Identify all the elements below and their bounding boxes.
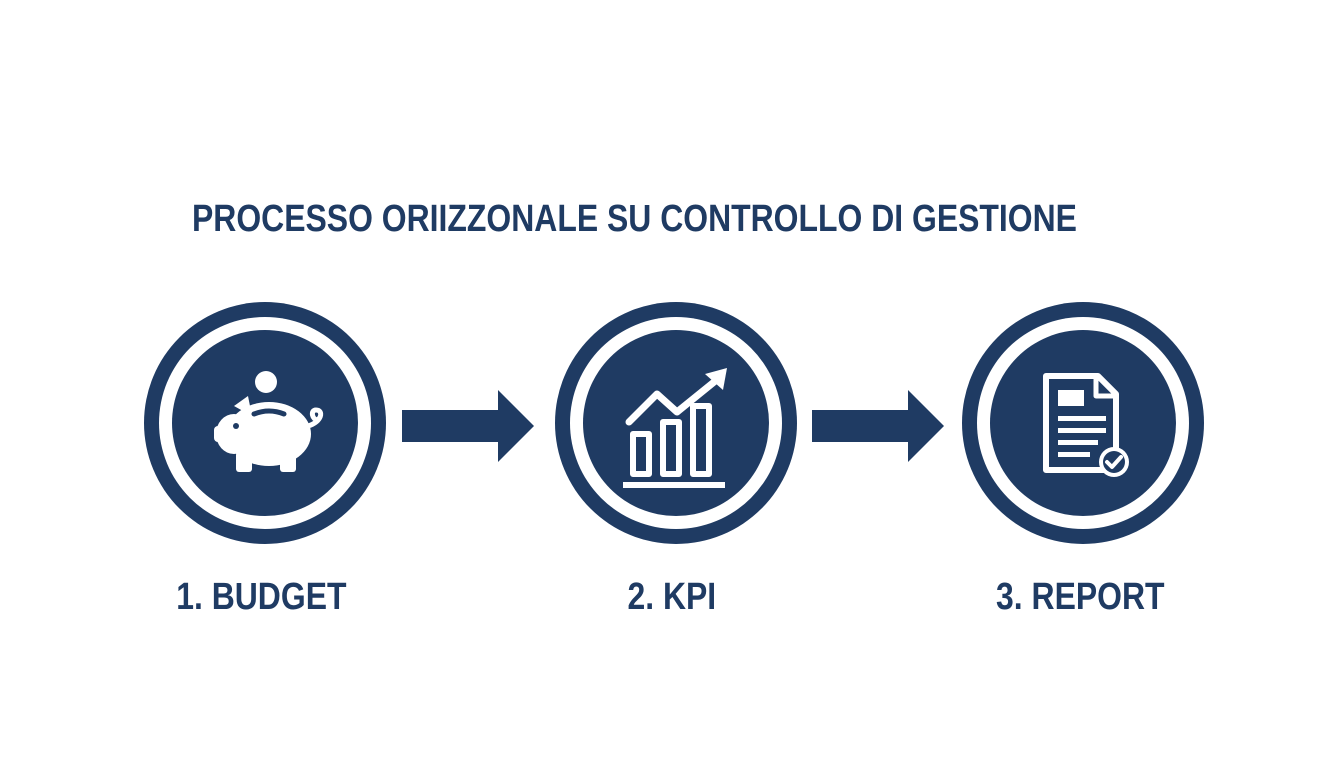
diagram-title: PROCESSO ORIIZZONALE SU CONTROLLO DI GES…: [192, 198, 1077, 240]
arrow-right-icon: [812, 390, 944, 462]
growth-chart-icon: [623, 368, 727, 488]
piggy-bank-icon: [214, 371, 324, 472]
arrow-right-icon: [402, 390, 534, 462]
step-kpi-circle: [555, 302, 797, 544]
step-label-kpi: 2. KPI: [627, 576, 717, 618]
step-report-circle: [962, 302, 1204, 544]
step-label-budget: 1. BUDGET: [175, 576, 347, 618]
report-document-check-icon: [1043, 373, 1129, 477]
step-label-report: 3. REPORT: [995, 576, 1165, 618]
step-budget-circle: [144, 302, 386, 544]
